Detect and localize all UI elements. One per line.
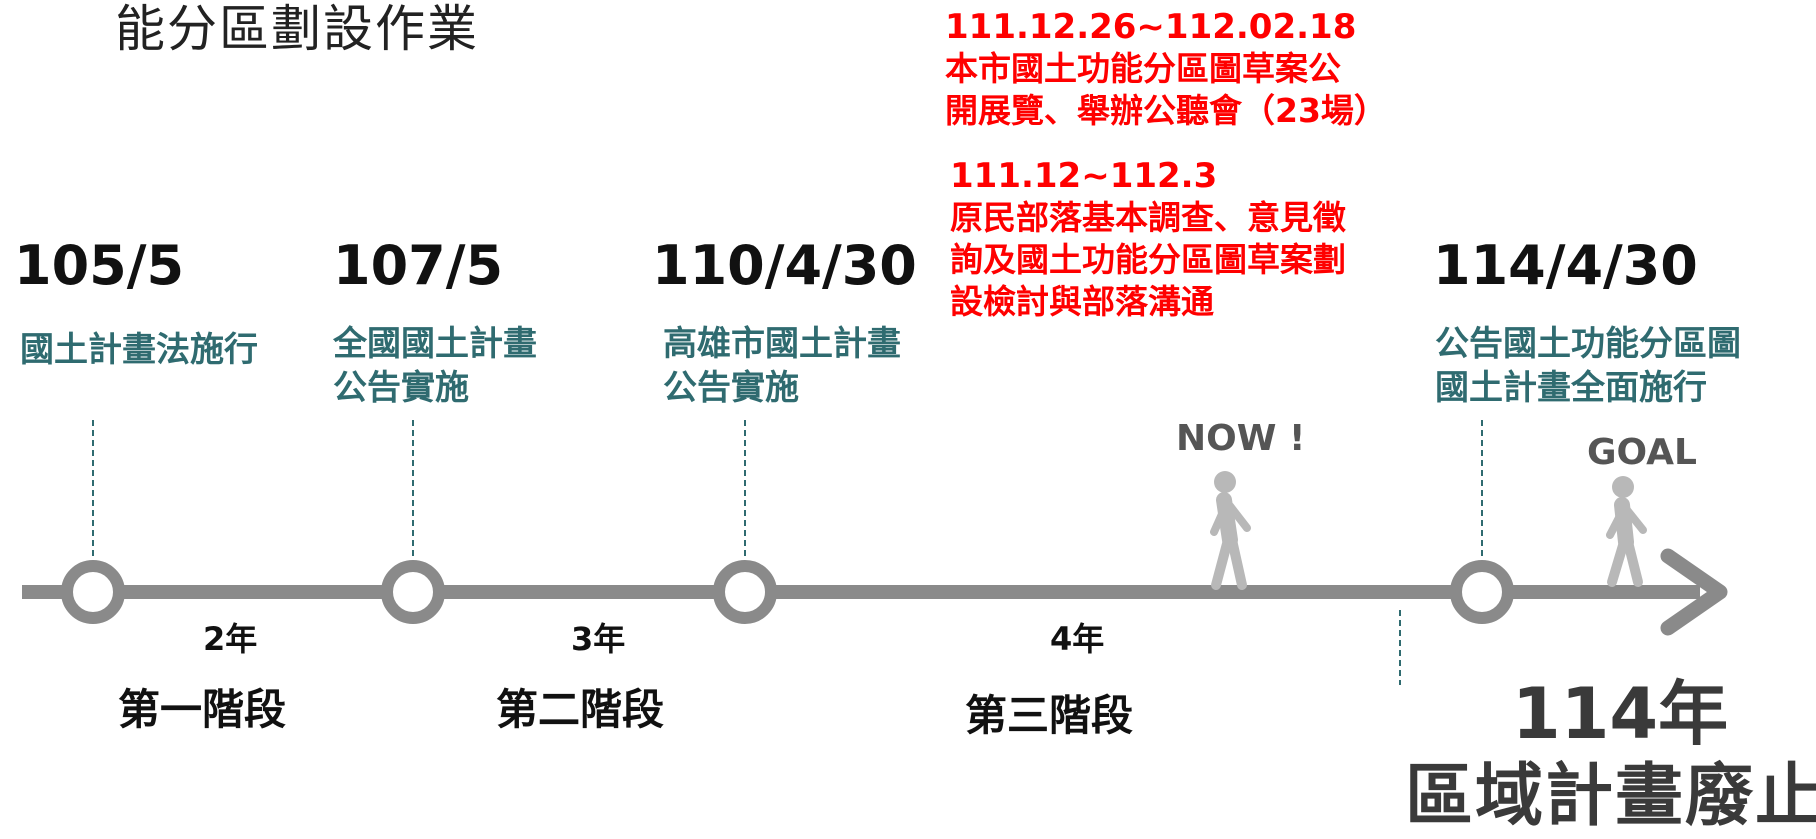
duration-label-3: 4年 — [1050, 620, 1105, 658]
duration-label-2: 3年 — [571, 620, 626, 658]
timeline-arrowhead — [1660, 548, 1728, 636]
milestone-date-1: 105/5 — [14, 234, 185, 297]
note-1-date: 111.12.26~112.02.18 — [945, 7, 1357, 47]
stage-label-1: 第一階段 — [118, 685, 287, 734]
final-outcome-text: 區域計畫廢止 — [1405, 757, 1816, 836]
timeline-graphic — [22, 420, 1728, 685]
page-title: 能分區劃設作業 — [115, 0, 479, 58]
walker-now-icon — [1210, 471, 1251, 590]
milestone-desc-2: 全國國土計畫 公告實施 — [333, 322, 537, 410]
milestone-desc-3-line-1: 高雄市國土計畫 — [663, 324, 901, 364]
now-label: NOW ! — [1176, 418, 1306, 459]
note-2-line-3: 設檢討與部落溝通 — [950, 282, 1214, 321]
note-2-line-1: 原民部落基本調查、意見徵 — [950, 198, 1346, 237]
milestone-date-4: 114/4/30 — [1433, 234, 1698, 297]
stage-label-3: 第三階段 — [965, 691, 1134, 740]
note-1-line-1: 本市國土功能分區圖草案公 — [945, 49, 1341, 88]
milestone-ring-4 — [1450, 560, 1514, 624]
milestone-date-3: 110/4/30 — [652, 234, 917, 297]
milestone-desc-1-line-1: 國土計畫法施行 — [20, 330, 258, 370]
note-indigenous-survey: 111.12~112.3 原民部落基本調查、意見徵 詢及國土功能分區圖草案劃 設… — [950, 155, 1346, 323]
milestone-ring-2 — [381, 560, 445, 624]
milestone-ring-3 — [713, 560, 777, 624]
final-year: 114年 — [1512, 673, 1729, 755]
walker-goal-icon — [1606, 476, 1647, 587]
milestone-desc-1: 國土計畫法施行 — [20, 328, 258, 372]
milestone-desc-4-line-2: 國土計畫全面施行 — [1435, 368, 1707, 408]
stage-label-2: 第二階段 — [496, 685, 665, 734]
milestone-desc-4: 公告國土功能分區圖 國土計畫全面施行 — [1435, 322, 1741, 410]
note-1-line-2: 開展覽、舉辦公聽會（23場） — [945, 91, 1387, 130]
milestone-desc-3: 高雄市國土計畫 公告實施 — [663, 322, 901, 410]
milestone-date-2: 107/5 — [333, 234, 504, 297]
goal-label: GOAL — [1587, 432, 1697, 473]
milestone-desc-2-line-2: 公告實施 — [333, 368, 469, 408]
note-2-line-2: 詢及國土功能分區圖草案劃 — [950, 240, 1346, 279]
milestone-desc-4-line-1: 公告國土功能分區圖 — [1435, 324, 1741, 364]
duration-label-1: 2年 — [203, 620, 258, 658]
milestone-desc-3-line-2: 公告實施 — [663, 368, 799, 408]
milestone-desc-2-line-1: 全國國土計畫 — [333, 324, 537, 364]
milestone-ring-1 — [61, 560, 125, 624]
note-2-date: 111.12~112.3 — [950, 156, 1218, 196]
note-public-exhibition: 111.12.26~112.02.18 本市國土功能分區圖草案公 開展覽、舉辦公… — [945, 6, 1387, 132]
